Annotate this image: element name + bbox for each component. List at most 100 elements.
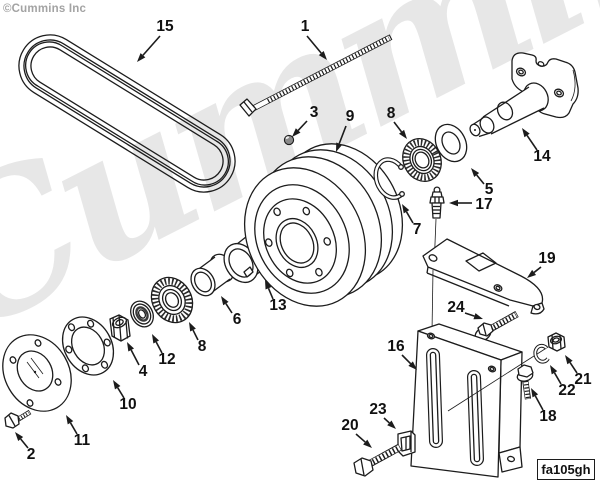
plate-slot <box>467 370 484 466</box>
callout-number-19: 19 <box>538 250 556 267</box>
fan-pulley <box>243 143 404 307</box>
callout-arrowhead-16 <box>408 361 417 370</box>
callout-number-23: 23 <box>369 401 387 418</box>
plug-bolt <box>4 409 32 429</box>
hex-bolt-20 <box>353 443 402 477</box>
callout-number-17: 17 <box>475 196 492 213</box>
plug-ball <box>283 134 295 146</box>
callout-arrow-line-22 <box>553 372 562 385</box>
hex-nut-21 <box>547 332 566 352</box>
callout-arrow-line-8 <box>393 121 403 133</box>
callout-arrowhead-19 <box>527 269 537 278</box>
callout-number-5: 5 <box>485 181 494 198</box>
figure-code-box: fa105gh <box>537 459 595 480</box>
callout-arrow-line-13 <box>267 287 274 300</box>
callout-number-15: 15 <box>156 18 174 35</box>
callout-arrow-line-21 <box>569 362 578 374</box>
callout-arrow-line-14 <box>526 134 538 151</box>
plate-slot <box>426 348 443 448</box>
callout-number-14: 14 <box>533 148 551 165</box>
callout-arrow-line-15 <box>142 35 161 56</box>
mounting-bolt <box>239 34 393 117</box>
callout-arrowhead-8 <box>189 322 196 332</box>
callout-arrow-line-1 <box>306 35 322 54</box>
grease-fitting <box>429 186 445 333</box>
callout-arrowhead-23 <box>387 420 396 429</box>
callout-number-24: 24 <box>447 299 465 316</box>
callout-number-12: 12 <box>158 351 175 368</box>
callout-number-13: 13 <box>269 297 287 314</box>
callout-number-21: 21 <box>574 371 592 388</box>
callout-arrow-line-6 <box>225 303 233 314</box>
callout-number-18: 18 <box>539 408 557 425</box>
callout-number-20: 20 <box>341 417 358 434</box>
callout-arrow-line-20 <box>355 433 366 443</box>
callout-number-4: 4 <box>139 363 148 380</box>
callout-arrowhead-9 <box>336 142 343 152</box>
callout-arrowhead-22 <box>550 365 558 375</box>
callout-arrowhead-13 <box>265 280 272 290</box>
callout-arrow-line-24 <box>464 312 475 317</box>
copyright-text: ©Cummins Inc <box>3 3 87 15</box>
callout-arrow-line-11 <box>69 422 78 435</box>
pulley-bolt-holes <box>264 206 332 278</box>
roller-bearing-lower <box>150 276 194 324</box>
callout-arrow-line-4 <box>130 349 140 366</box>
cover-plate <box>2 334 72 412</box>
v-belt <box>18 34 236 193</box>
callout-arrowhead-24 <box>473 313 483 320</box>
gasket <box>61 316 115 376</box>
seal-washer <box>130 300 154 328</box>
callout-arrowhead-6 <box>221 296 229 306</box>
callout-arrowhead-11 <box>66 415 74 425</box>
callout-arrowhead-18 <box>531 388 539 398</box>
snap-ring <box>373 157 405 200</box>
callout-arrowhead-1 <box>318 51 327 60</box>
gasket-holes <box>65 319 111 373</box>
callout-arrowhead-12 <box>152 334 160 344</box>
callout-arrow-line-8 <box>192 329 199 341</box>
flange-bolt-18 <box>516 364 534 400</box>
callout-arrowhead-4 <box>127 342 135 352</box>
callout-arrow-line-12 <box>155 341 163 354</box>
figure-code: fa105gh <box>541 462 591 477</box>
clamp-nut <box>397 430 416 457</box>
fan-hub-bracket <box>469 52 579 138</box>
callout-number-11: 11 <box>74 432 91 449</box>
callout-number-10: 10 <box>119 396 136 413</box>
callout-arrowhead-17 <box>449 199 458 207</box>
callout-arrow-line-18 <box>534 395 544 411</box>
callout-number-7: 7 <box>413 221 422 238</box>
callout-arrow-line-2 <box>20 438 29 449</box>
callout-number-6: 6 <box>233 311 242 328</box>
callout-arrow-line-19 <box>533 266 542 274</box>
callout-arrow-line-10 <box>117 387 125 399</box>
callout-arrowhead-7 <box>402 204 410 214</box>
callout-number-3: 3 <box>310 104 319 121</box>
callout-arrowhead-2 <box>15 432 24 442</box>
callout-arrowhead-3 <box>292 128 301 137</box>
guard-bracket <box>422 238 545 315</box>
flat-washer <box>434 123 468 163</box>
callout-arrow-line-5 <box>476 174 485 185</box>
callout-arrowhead-14 <box>522 128 530 138</box>
stud-axis-line <box>447 346 549 412</box>
callout-arrow-line-7 <box>405 211 414 224</box>
callout-arrowhead-5 <box>471 168 480 178</box>
callout-number-9: 9 <box>346 108 355 125</box>
callout-arrow-line-16 <box>401 354 412 365</box>
callout-number-2: 2 <box>27 446 36 463</box>
lock-washer <box>533 343 550 364</box>
callout-arrow-line-23 <box>383 417 390 424</box>
callout-arrow-line-3 <box>297 120 308 131</box>
support-plate <box>410 323 523 478</box>
roller-bearing-upper <box>402 138 442 182</box>
hex-nut <box>109 314 131 342</box>
callout-number-8: 8 <box>198 338 207 355</box>
callout-arrowhead-10 <box>113 380 121 390</box>
callout-arrowhead-20 <box>363 439 372 448</box>
callout-number-8: 8 <box>387 105 396 122</box>
